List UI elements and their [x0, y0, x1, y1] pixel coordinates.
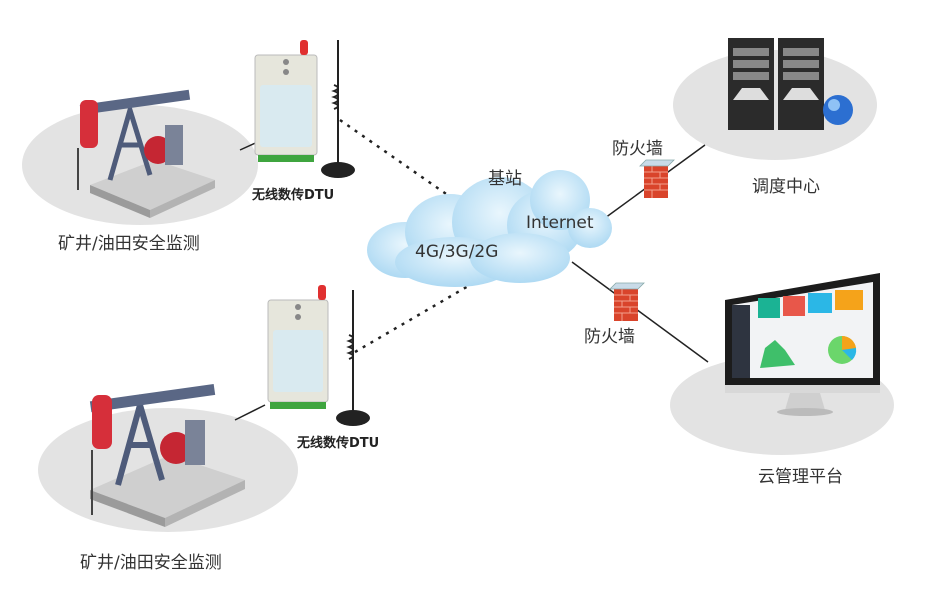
firewall-bottom-label: 防火墙: [584, 327, 635, 347]
dispatch-ellipse: [673, 50, 877, 160]
site-top-label: 矿井/油田安全监测: [58, 234, 200, 254]
dtu-bottom-label: 无线数传DTU: [297, 436, 380, 451]
base-station-label: 基站: [488, 169, 522, 189]
network-generation-label: 4G/3G/2G: [415, 242, 499, 262]
internet-to-platform-link: [571, 261, 709, 363]
pump-jack-top-icon: [77, 89, 215, 218]
monitor-icon: [725, 273, 880, 416]
dtu-top-device-icon: [254, 40, 318, 162]
firewall-top-label: 防火墙: [612, 139, 663, 159]
server-icon: [728, 38, 853, 130]
site-bottom-to-dtu-link: [234, 404, 266, 421]
pump-jack-bottom-icon: [89, 384, 245, 527]
firewall-bottom-icon: [609, 282, 645, 321]
antenna-top-icon: [321, 40, 355, 178]
dtu-bottom-device-icon: [267, 285, 329, 409]
antenna-bottom-icon: [336, 290, 370, 426]
firewall-top-icon: [639, 159, 675, 198]
cloud-shape: [367, 170, 612, 287]
internet-label: Internet: [526, 213, 594, 233]
dispatch-center-label: 调度中心: [752, 177, 820, 197]
cloud-platform-label: 云管理平台: [758, 467, 843, 487]
site-bottom-label: 矿井/油田安全监测: [80, 553, 222, 573]
wireless-link-bottom: [354, 283, 471, 354]
wireless-link-top: [339, 118, 463, 207]
dtu-top-label: 无线数传DTU: [252, 188, 335, 203]
